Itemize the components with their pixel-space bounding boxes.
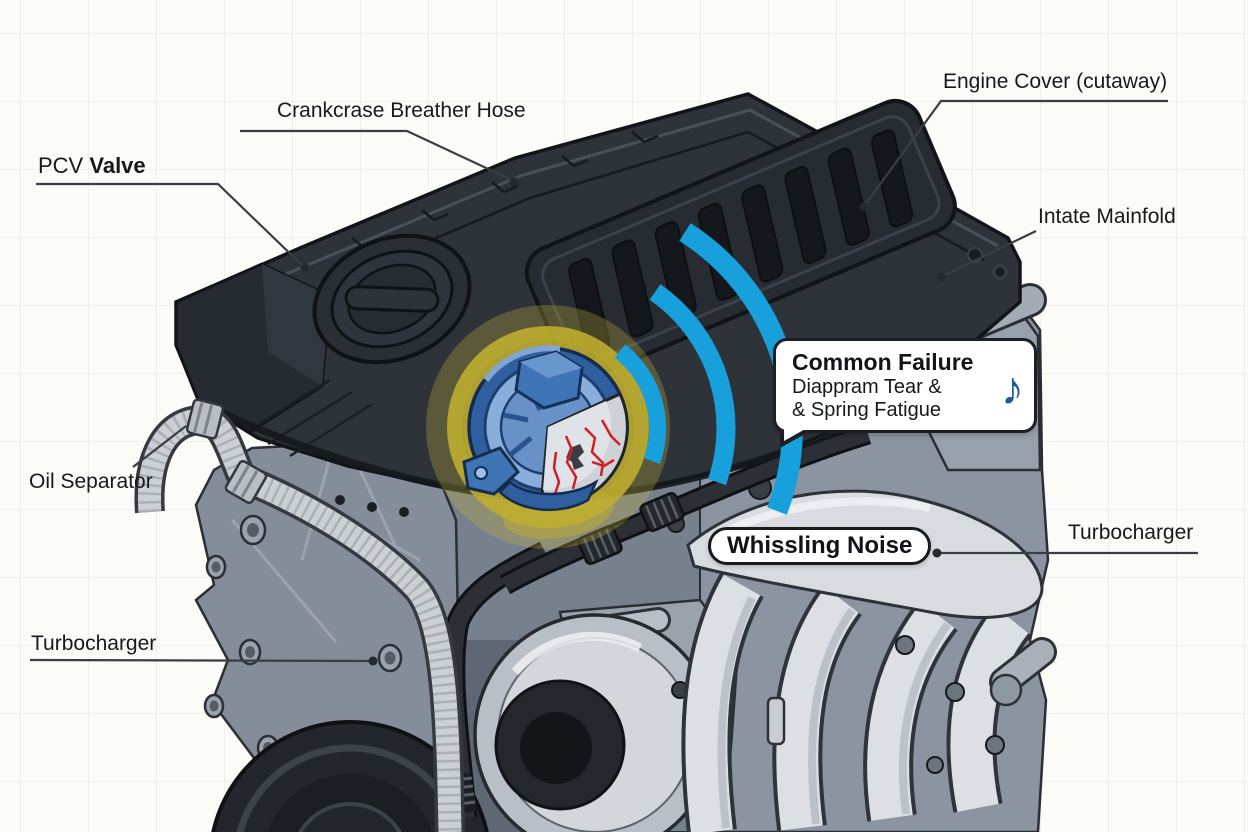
leader-dots (300, 177, 946, 666)
leader-intake-manifold (942, 230, 1037, 277)
crank-pulley (211, 720, 489, 832)
leader-lines (29, 99, 1198, 663)
label-pcv-regular: PCV (38, 153, 84, 178)
leader-engine-cover (863, 99, 1168, 207)
whistling-noise-badge: Whissling Noise (708, 527, 932, 565)
diaphragm-crack-lines (552, 419, 621, 495)
callout-title: Common Failure (792, 348, 974, 375)
callout-line2: & Spring Fatigue (792, 399, 941, 422)
pcv-valve (462, 345, 629, 512)
label-turbocharger-left: Turbocharger (31, 632, 157, 655)
braided-oil-hose (134, 398, 465, 832)
label-turbocharger-right: Turbocharger (1068, 521, 1194, 544)
label-intake-manifold: Intate Mainfold (1038, 205, 1176, 228)
label-crankcase-breather-hose: Crankcrase Breather Hose (277, 99, 526, 122)
leader-oil-separator (132, 425, 187, 468)
leader-turbocharger-left (29, 658, 374, 663)
common-failure-callout: Common Failure Diappram Tear & & Spring … (773, 338, 1037, 448)
turbocharger (473, 598, 740, 832)
label-pcv-bold: Valve (89, 153, 146, 178)
callout-line1: Diappram Tear & (792, 376, 942, 399)
label-pcv-valve: PCV Valve (38, 153, 146, 178)
cover-vent-grille (524, 98, 957, 380)
leader-pcv-valve (36, 182, 306, 269)
oil-cap (312, 233, 472, 365)
label-engine-cover: Engine Cover (cutaway) (943, 70, 1168, 93)
label-oil-separator: Oil Separator (29, 470, 153, 493)
leader-crankcase-hose (240, 129, 515, 182)
music-note-icon: ♪ (1001, 361, 1024, 414)
